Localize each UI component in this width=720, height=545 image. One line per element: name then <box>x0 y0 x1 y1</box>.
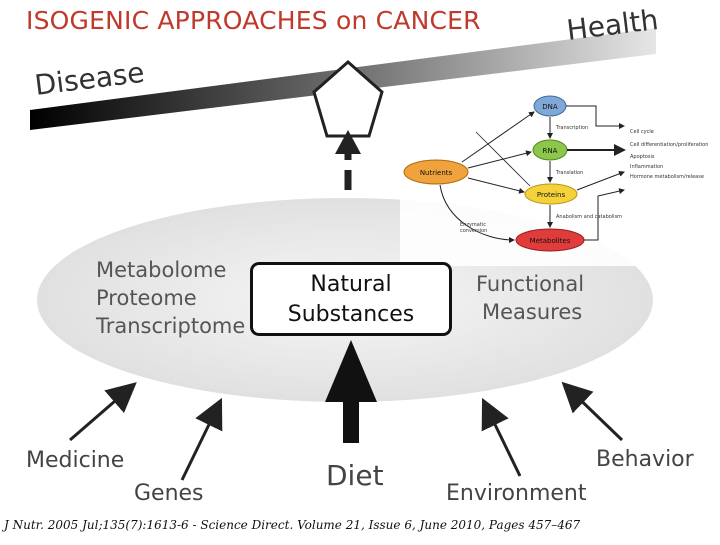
measures-label: Measures <box>482 300 582 324</box>
diet-label: Diet <box>326 459 384 492</box>
proteins-node <box>524 183 578 205</box>
pathway-inset: DNA RNA Proteins Nutrients Metabolites T… <box>400 88 718 266</box>
connector-arrowhead <box>335 130 361 154</box>
genes-arrow <box>180 397 223 481</box>
rna-node-label: RNA <box>543 147 558 155</box>
box-line-1: Natural <box>310 272 392 297</box>
nutrients-dna-edge <box>461 111 535 163</box>
enzymatic-label-1: Enzymatic <box>460 222 486 228</box>
outcome-2: Apoptosis <box>630 154 655 160</box>
functional-label: Functional <box>476 272 584 296</box>
transcriptome-label: Transcriptome <box>95 314 245 338</box>
transcription-label: Transcription <box>555 125 588 131</box>
natural-substances-box: Natural Substances <box>250 262 452 336</box>
dna-node-label: DNA <box>542 103 558 111</box>
dna-outcome-edge <box>566 105 625 129</box>
anabolism-label: Anabolism and catabolism <box>556 214 622 220</box>
diet-arrow-shaft <box>343 395 359 443</box>
metabolites-node-label: Metabolites <box>530 237 571 245</box>
metabolites-outcome-edge <box>584 188 625 241</box>
proteome-label: Proteome <box>96 286 197 310</box>
nutrients-node-label: Nutrients <box>420 169 453 177</box>
nutrients-node <box>403 159 469 185</box>
citation: J Nutr. 2005 Jul;135(7):1613-6 - Science… <box>4 518 581 532</box>
outcome-4: Hormone metabolism/release <box>630 174 704 180</box>
behavior-label: Behavior <box>596 447 695 472</box>
diet-arrow-head <box>325 340 377 402</box>
outcome-0: Cell cycle <box>630 129 654 135</box>
outcome-3: Inflammation <box>630 164 663 170</box>
nutrients-rna-edge <box>467 150 532 169</box>
nutrients-proteins-edge <box>467 177 525 194</box>
box-line-2: Substances <box>287 302 415 327</box>
behavior-arrow <box>561 381 624 442</box>
medicine-arrow <box>69 382 137 442</box>
disease-label: Disease <box>33 56 146 102</box>
environment-arrow <box>481 397 522 477</box>
metabolome-label: Metabolome <box>96 258 226 282</box>
genes-label: Genes <box>134 481 204 506</box>
medicine-label: Medicine <box>26 448 124 473</box>
outcome-1: Cell differentiation/proliferation <box>630 142 708 148</box>
proteins-dna-edge <box>475 131 531 187</box>
proteins-node-label: Proteins <box>537 191 566 199</box>
environment-label: Environment <box>446 481 587 506</box>
enzymatic-label-2: conversion <box>460 228 487 234</box>
nutrients-metabolites-edge <box>439 184 515 243</box>
proteins-outcome-edge <box>576 170 625 191</box>
translation-label: Translation <box>555 170 583 176</box>
page-title: ISOGENIC APPROACHES on CANCER <box>26 6 481 35</box>
